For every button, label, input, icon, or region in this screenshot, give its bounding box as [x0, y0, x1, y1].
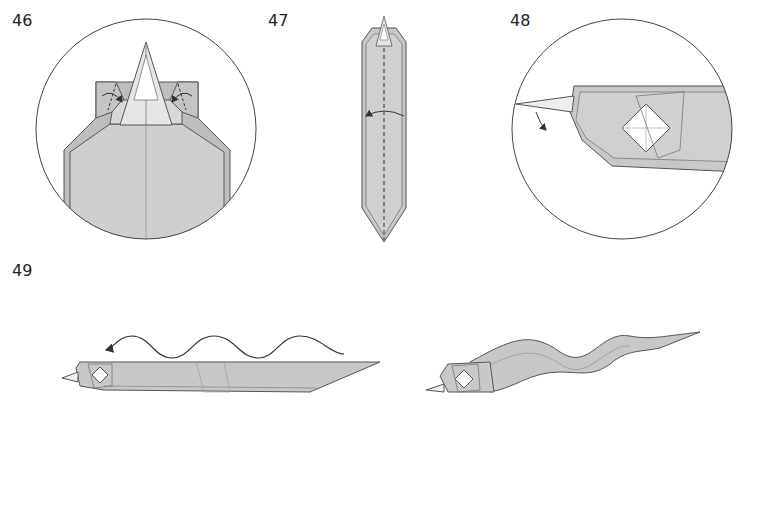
step-number: 46	[10, 12, 34, 30]
step-48-view	[516, 86, 740, 172]
step-number: 47	[266, 12, 290, 30]
step-49-straight-snake	[62, 336, 380, 392]
step-47-view	[362, 16, 406, 242]
step-49-wavy-snake	[426, 332, 700, 392]
step-46-view	[64, 42, 230, 250]
step-number: 49	[10, 262, 34, 280]
step-number: 48	[508, 12, 532, 30]
